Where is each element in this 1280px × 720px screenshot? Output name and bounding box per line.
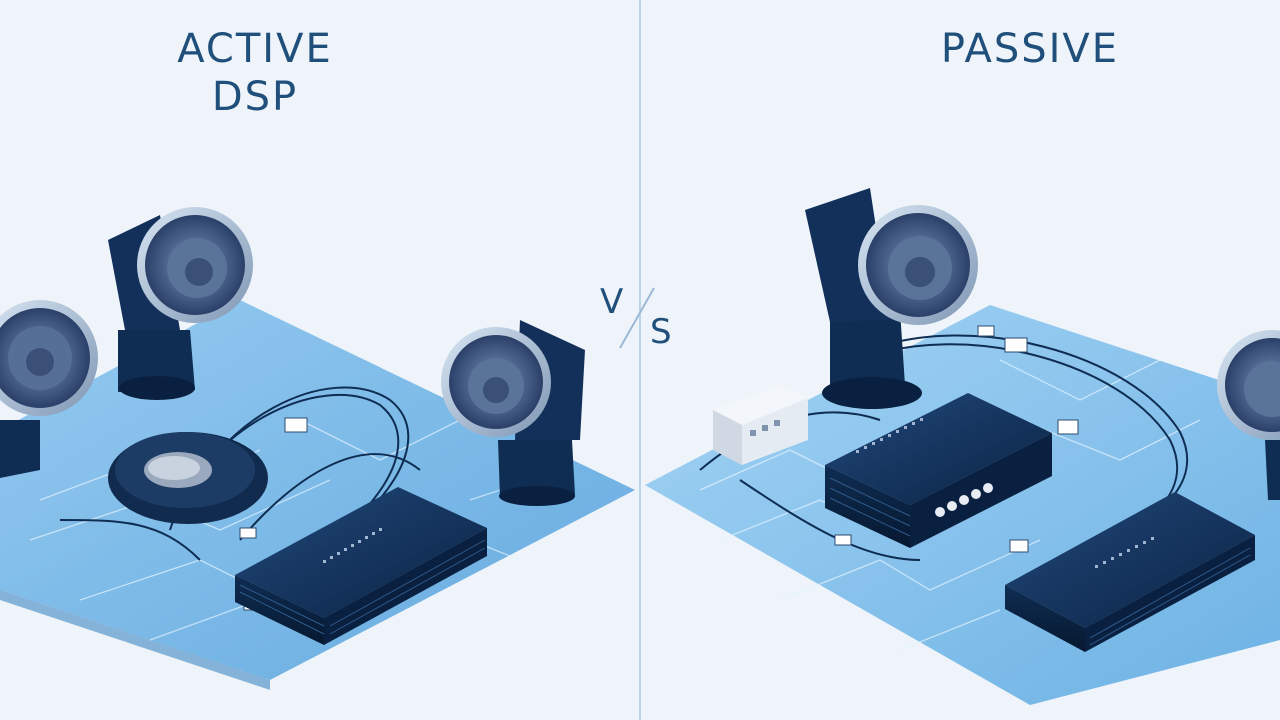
vs-label: V S bbox=[598, 282, 682, 352]
center-divider bbox=[639, 0, 641, 720]
crossover-module bbox=[713, 385, 808, 465]
amp-fins-left bbox=[239, 539, 486, 635]
amp-label-dots-left bbox=[323, 528, 382, 563]
speaker-icon bbox=[441, 320, 585, 506]
speaker-icon bbox=[1217, 330, 1280, 500]
amplifier-box-icon bbox=[1005, 492, 1255, 652]
speaker-icon bbox=[108, 207, 253, 400]
title-active: ACTIVE bbox=[177, 26, 333, 72]
speaker-icon bbox=[0, 300, 98, 478]
amplifier-box-icon bbox=[825, 393, 1052, 548]
terminal-block-icon bbox=[935, 483, 993, 517]
title-dsp: DSP bbox=[211, 74, 299, 120]
amp-label-dots-right-1 bbox=[856, 418, 923, 453]
amp-label-dots-right-2 bbox=[1095, 537, 1154, 568]
speaker-icon bbox=[108, 432, 268, 524]
title-passive: PASSIVE bbox=[940, 26, 1120, 72]
vs-slash bbox=[619, 287, 655, 349]
vs-letter-v: V bbox=[600, 282, 624, 322]
vs-letter-s: S bbox=[650, 312, 672, 352]
speaker-icon bbox=[805, 188, 978, 409]
connector-right bbox=[834, 325, 1079, 553]
amplifier-box-icon bbox=[235, 487, 487, 645]
